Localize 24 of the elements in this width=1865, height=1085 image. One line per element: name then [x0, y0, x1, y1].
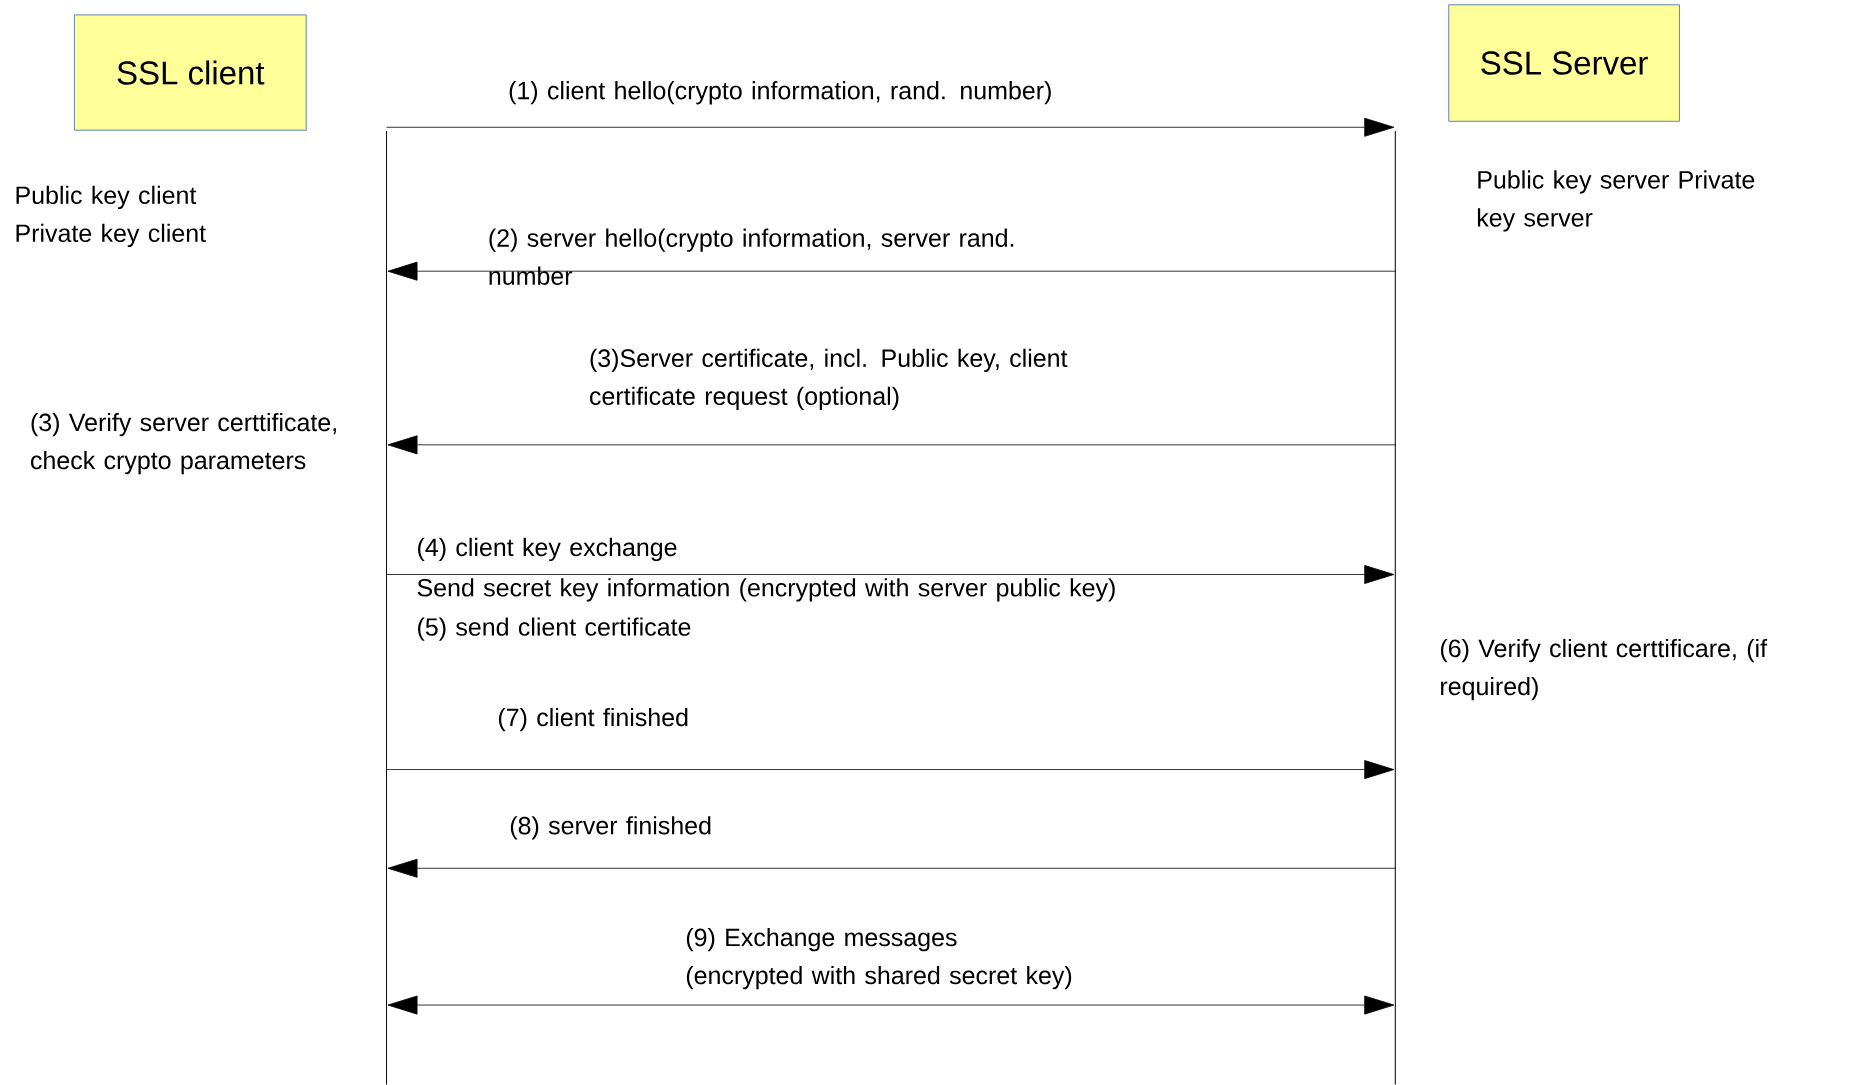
lifeline [386, 130, 387, 1085]
message-label: (7) client finished [498, 708, 688, 732]
message-arrow [386, 117, 1395, 137]
note-text: (3) Verify server certtificate, check crypto parameters [31, 413, 336, 475]
lifeline [1394, 130, 1396, 1085]
note-text: Public key client Private key client [16, 185, 206, 248]
note-text: (5) send client certificate [418, 617, 691, 641]
message-label: (2) server hello(crypto information, server rand. number [489, 228, 1014, 286]
message-arrow [386, 760, 1395, 780]
participant-box: SSL Server [1448, 4, 1680, 122]
message-arrow [387, 995, 1395, 1015]
note-text: Public key server Private key server [1477, 170, 1755, 232]
message-label: (3)Server certificate, incl. Public key, client certificate request (optional) [590, 348, 1068, 411]
message-label: (1) client hello(crypto information, rand. number) [509, 81, 1051, 105]
message-arrow [387, 261, 1396, 281]
message-arrow [387, 858, 1396, 878]
note-text: Send secret key information (encrypted with server public key) [417, 578, 1115, 602]
note-text: (6) Verify client certtificare, (if required) [1440, 639, 1768, 701]
message-label: (8) server finished [510, 816, 711, 840]
message-label: (9) Exchange messages (encrypted with shared secret key) [686, 928, 1072, 990]
message-label: (4) client key exchange [418, 537, 677, 562]
participant-box: SSL client [74, 14, 307, 131]
message-arrow [386, 565, 1395, 585]
message-arrow [387, 435, 1396, 455]
